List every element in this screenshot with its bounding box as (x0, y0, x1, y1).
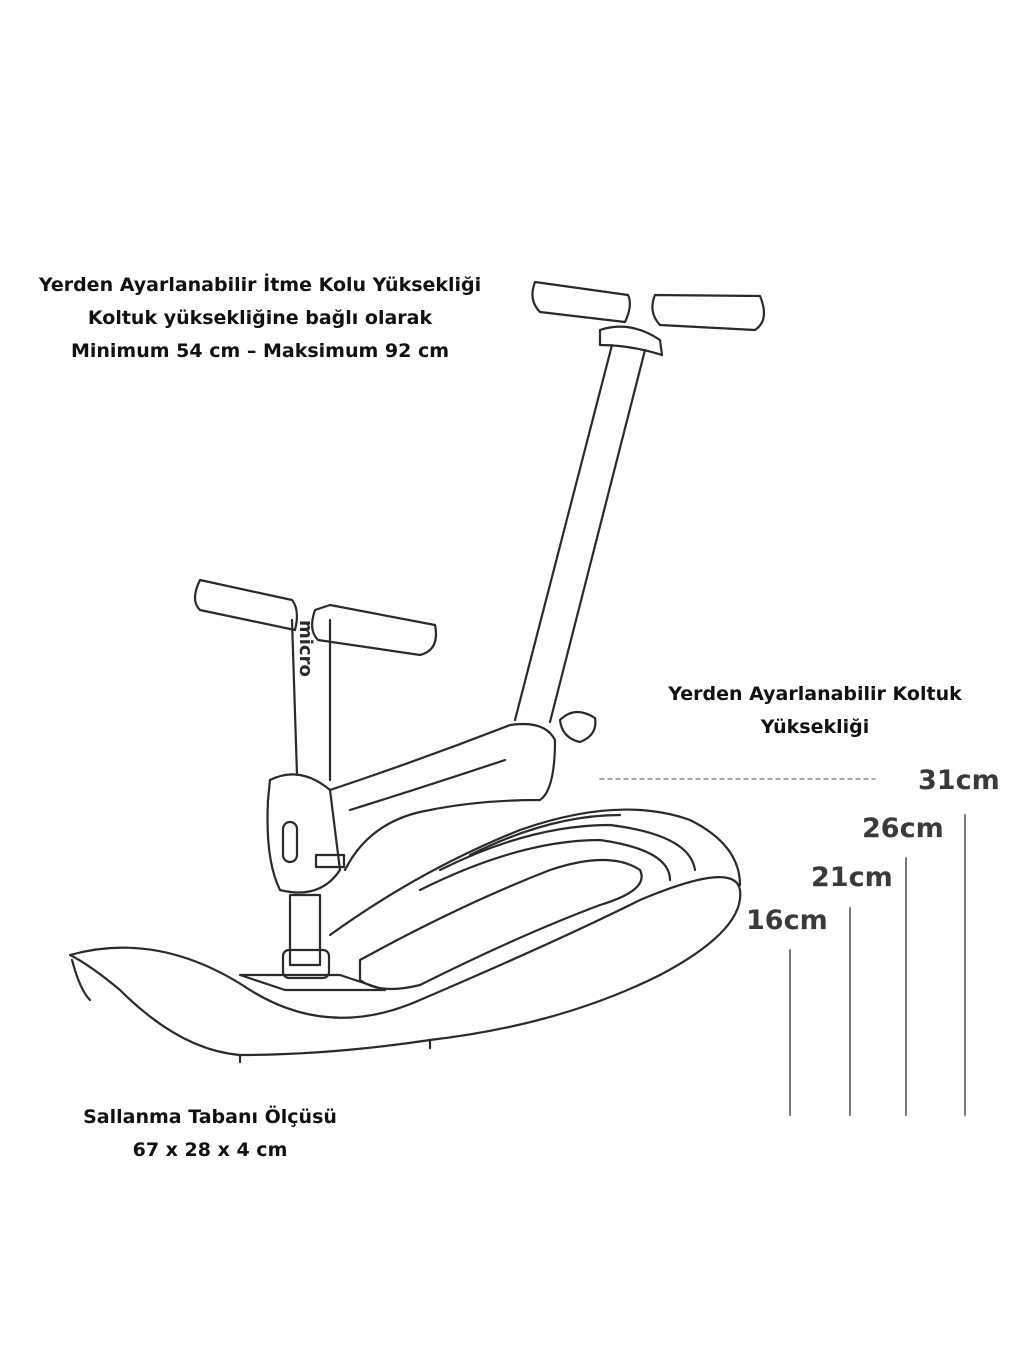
seat-height-title-2: Yüksekliği (760, 716, 870, 738)
logo: micro (295, 620, 316, 677)
seat-level-26cm: 26cm (862, 813, 944, 844)
base-size-value: 67 x 28 x 4 cm (132, 1139, 288, 1161)
push-bar (513, 343, 647, 724)
front-handlebar-left (193, 578, 299, 632)
seat-height-label: Yerden Ayarlanabilir Koltuk Yüksekliği (640, 678, 990, 744)
base-size-title: Sallanma Tabanı Ölçüsü (83, 1106, 337, 1128)
mount-plate (238, 973, 387, 992)
body-slot (281, 820, 299, 864)
seat-arm (328, 722, 557, 872)
seat-level-21cm: 21cm (811, 862, 893, 893)
front-handlebar-right (311, 603, 438, 657)
base-groove-3 (438, 823, 697, 872)
bell (558, 710, 597, 744)
push-clamp (598, 325, 664, 357)
base-groove-4 (468, 813, 622, 857)
handle-height-note: Koltuk yüksekliğine bağlı olarak (87, 307, 433, 329)
base-top-surface (328, 808, 742, 937)
base-groove-2 (418, 838, 672, 892)
seat-post (288, 893, 322, 967)
handle-height-title: Yerden Ayarlanabilir İtme Kolu Yüksekliğ… (38, 274, 482, 296)
base-edge (70, 958, 432, 1064)
push-handle-left (531, 280, 632, 324)
seat-body (266, 773, 342, 894)
seat-level-16cm: 16cm (746, 905, 828, 936)
strap (314, 853, 346, 869)
seat-arm-inner (348, 758, 507, 812)
base-size-label: Sallanma Tabanı Ölçüsü 67 x 28 x 4 cm (50, 1101, 370, 1167)
base-groove-1 (358, 858, 643, 991)
post-clamp (281, 948, 331, 980)
front-stem (290, 618, 332, 782)
seat-level-31cm: 31cm (918, 765, 1000, 796)
rocking-base (68, 876, 742, 1057)
push-handle-right (651, 293, 766, 332)
handle-height-range: Minimum 54 cm – Maksimum 92 cm (70, 340, 450, 362)
handle-height-label: Yerden Ayarlanabilir İtme Kolu Yüksekliğ… (20, 269, 500, 368)
seat-height-title-1: Yerden Ayarlanabilir Koltuk (668, 683, 962, 705)
